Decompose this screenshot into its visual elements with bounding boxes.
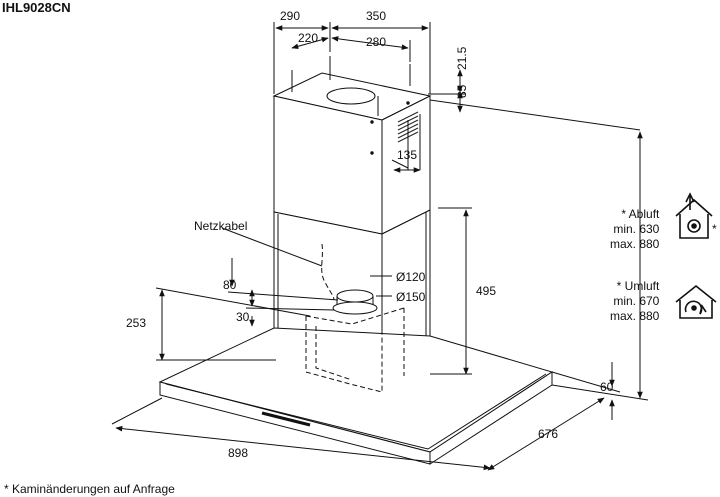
dimension-lines <box>111 22 649 471</box>
abluft-spec: * Abluft min. 630 max. 880 <box>610 207 659 252</box>
abluft-min: min. 630 <box>613 222 660 236</box>
dim-21-5: 21.5 <box>455 46 469 70</box>
dim-30: 30 <box>236 310 250 324</box>
dim-diameter-150: Ø150 <box>396 290 426 304</box>
upper-chimney <box>272 56 432 235</box>
umluft-label: * Umluft <box>616 279 660 293</box>
dim-diameter-120: Ø120 <box>396 270 426 284</box>
dim-220: 220 <box>298 31 319 45</box>
umluft-spec: * Umluft min. 670 max. 880 <box>610 279 659 324</box>
dim-495: 495 <box>476 284 497 298</box>
duct-connector <box>332 289 378 315</box>
dashed-filter-box <box>305 243 405 393</box>
umluft-max: max. 880 <box>610 309 660 323</box>
recirculation-mode-icon <box>675 284 717 319</box>
dim-676: 676 <box>538 427 559 441</box>
dim-60: 60 <box>600 380 614 394</box>
dim-85: 85 <box>455 84 469 98</box>
abluft-max: max. 880 <box>610 237 660 251</box>
dim-135: 135 <box>397 148 418 162</box>
dim-253: 253 <box>126 316 147 330</box>
abluft-label: * Abluft <box>621 207 660 221</box>
model-title: IHL9028CN <box>2 0 71 15</box>
dim-898: 898 <box>228 446 249 460</box>
dim-280: 280 <box>366 35 387 49</box>
umluft-min: min. 670 <box>613 294 660 308</box>
footnote: * Kaminänderungen auf Anfrage <box>4 482 175 496</box>
dim-80: 80 <box>223 278 237 292</box>
exhaust-mode-icon <box>675 192 713 239</box>
netzkabel-label: Netzkabel <box>194 219 248 233</box>
dim-290: 290 <box>280 9 301 23</box>
hood-canopy <box>158 327 554 465</box>
abluft-icon-asterisk: * <box>712 222 717 236</box>
dim-350: 350 <box>366 9 387 23</box>
